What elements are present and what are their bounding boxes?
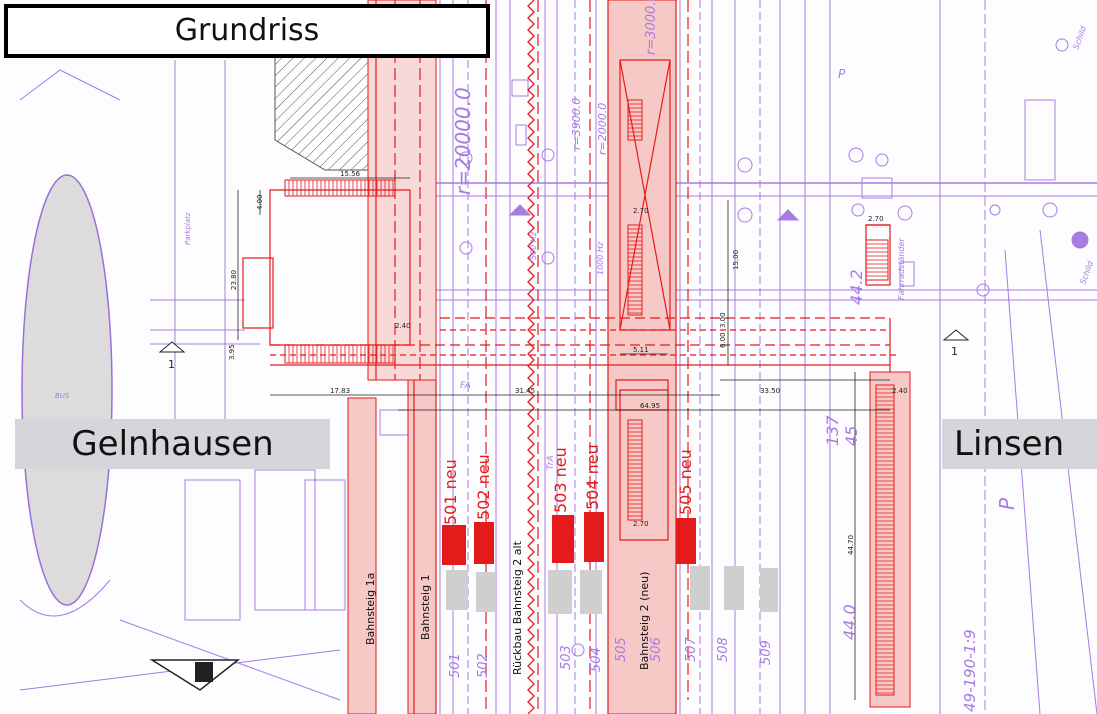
km-number: 137 <box>823 415 842 446</box>
bus-label: BUS <box>55 392 70 400</box>
track-ref-label: 49-190-1:9 <box>961 629 979 712</box>
dim-33-50: 33.50 <box>760 387 780 395</box>
p-label-top: P <box>838 67 846 81</box>
dim-2-40-b: 2.40 <box>892 387 908 395</box>
radius-label-d: r=2000.0 <box>596 103 609 155</box>
platform-1a-label: Bahnsteig 1a <box>364 573 377 645</box>
track-504-new-label: 504 neu <box>583 444 602 510</box>
track-507-label: 507 <box>684 636 699 662</box>
platform-1a <box>347 397 377 714</box>
dim-3-00: 3.00 <box>719 312 727 328</box>
km-44-0: 44.0 <box>840 604 859 640</box>
fa-label: FA <box>460 381 471 391</box>
track-506-label: 506 <box>649 637 664 662</box>
dim-17-83: 17.83 <box>330 387 350 395</box>
radius-label-a: r=20000.0 <box>451 87 475 195</box>
dim-6-00: 6.00 <box>719 332 727 348</box>
dim-2-40-a: 2.40 <box>395 322 411 330</box>
platform-1 <box>407 374 437 714</box>
track-501-new-label: 501 neu <box>441 459 460 525</box>
track-503-new-label: 503 neu <box>551 447 570 513</box>
track-509-label: 509 <box>759 640 774 665</box>
schild-label-b: Schild <box>1078 259 1095 286</box>
km-44-2: 44.2 <box>847 269 866 305</box>
dim-31-45: 31.45 <box>515 387 535 395</box>
track-505-new-label: 505 neu <box>676 449 695 515</box>
dim-2-70-c: 2.70 <box>633 520 649 528</box>
track-501-label: 501 <box>448 653 463 678</box>
dim-23-80: 23.80 <box>230 270 238 290</box>
track-508-label: 508 <box>716 637 731 662</box>
new-switches <box>442 512 696 565</box>
dim-64-95: 64.95 <box>640 402 660 410</box>
old-switches <box>446 566 778 614</box>
dim-15-00: 15.00 <box>732 250 740 270</box>
dim-2-70-b: 2.70 <box>868 215 884 223</box>
radius-label-c: r=3900.0 <box>570 98 583 150</box>
dim-2-70-a: 2.70 <box>633 207 649 215</box>
platform-1-label: Bahnsteig 1 <box>419 574 432 640</box>
plan-title: Grundriss <box>4 4 490 58</box>
km-denominator: 45 <box>842 426 861 446</box>
section-marker-right <box>942 329 970 341</box>
section-marker-right-label: 1 <box>951 345 958 358</box>
dim-44-70: 44.70 <box>847 535 855 555</box>
radius-label-b: r=3000.0 <box>644 0 659 55</box>
access-ramp-right <box>869 371 911 708</box>
track-502-new-label: 502 neu <box>474 454 493 520</box>
track-502-label: 502 <box>476 653 491 678</box>
track-504-label: 504 <box>589 647 604 672</box>
dim-5-11: 5.11 <box>633 346 649 354</box>
bus-island <box>21 174 113 606</box>
dim-4-00: 4.00 <box>256 194 264 210</box>
platform-2-old-label: Rückbau Bahnsteig 2 alt <box>511 540 524 675</box>
dim-3-95: 3.95 <box>228 344 236 360</box>
track-505-label: 505 <box>614 637 629 662</box>
location-label-left: Gelnhausen <box>15 419 330 469</box>
hz-500-label: 500 Hz <box>529 231 538 260</box>
dim-15-56: 15.56 <box>340 170 361 178</box>
p-label-right: P <box>995 497 1019 510</box>
hz-1000-label: 1000 Hz <box>596 241 605 275</box>
schild-label-a: Schild <box>1071 24 1088 51</box>
section-marker-left-label: 1 <box>168 358 175 371</box>
fahrrad-label: Fahrradständer <box>897 238 906 300</box>
parkplatz-label: Parkplatz <box>184 212 192 245</box>
elevator-left <box>242 257 274 329</box>
track-503-label: 503 <box>559 645 574 670</box>
dismantle-line <box>527 0 535 714</box>
tra-label: TrA <box>546 455 556 470</box>
location-label-right: Linsen <box>942 419 1097 469</box>
hatched-building <box>274 54 376 171</box>
platform-2-new-label: Bahnsteig 2 (neu) <box>638 572 651 670</box>
